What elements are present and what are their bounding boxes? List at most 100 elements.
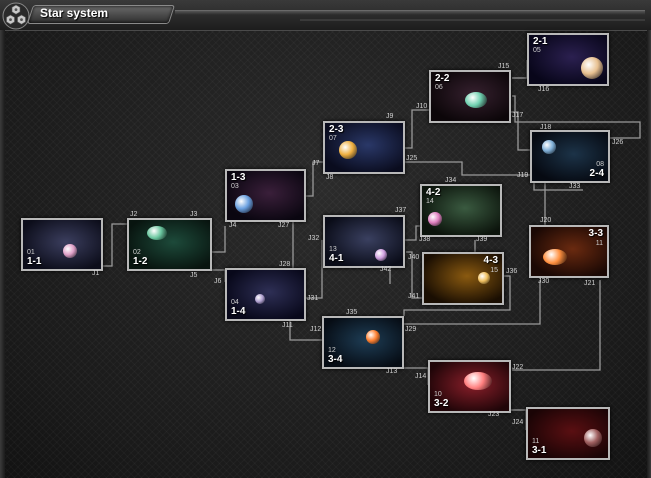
jump-label: J39 xyxy=(476,236,488,243)
system-index: 04 xyxy=(231,299,239,306)
system-index: 11 xyxy=(595,240,603,247)
system-code: 2-4 xyxy=(589,168,604,179)
window-border-right xyxy=(647,30,651,478)
jump-label: J41 xyxy=(408,293,420,300)
system-node-2-3[interactable]: 07 2-3 xyxy=(323,121,405,174)
system-node-1-2[interactable]: 02 1-2 xyxy=(127,218,212,271)
nebula-icon xyxy=(465,92,487,108)
planet-icon xyxy=(478,272,490,284)
system-index: 13 xyxy=(329,246,337,253)
system-node-1-1[interactable]: 01 1-1 xyxy=(21,218,103,271)
jump-label: J13 xyxy=(386,368,398,375)
jump-label: J35 xyxy=(346,309,358,316)
system-code: 4-3 xyxy=(483,255,498,266)
jump-label: J21 xyxy=(584,280,596,287)
system-node-2-4[interactable]: 08 2-4 xyxy=(530,130,610,183)
jump-label: J12 xyxy=(310,326,322,333)
system-index: 07 xyxy=(329,135,337,142)
system-node-1-3[interactable]: 03 1-3 xyxy=(225,169,306,222)
planet-icon xyxy=(63,244,77,258)
jump-label: J5 xyxy=(190,272,198,279)
planet-icon xyxy=(366,330,380,344)
planet-icon xyxy=(235,195,253,213)
system-node-3-4[interactable]: 12 3-4 xyxy=(322,316,404,369)
system-code: 3-3 xyxy=(588,228,603,239)
jump-label: J23 xyxy=(488,411,500,418)
system-node-3-3[interactable]: 11 3-3 xyxy=(529,225,609,278)
jump-label: J42 xyxy=(380,266,392,273)
jump-label: J32 xyxy=(308,235,320,242)
system-index: 14 xyxy=(426,198,434,205)
planet-icon xyxy=(584,429,602,447)
system-index: 06 xyxy=(435,84,443,91)
jump-label: J29 xyxy=(405,326,417,333)
jump-label: J31 xyxy=(307,295,319,302)
jump-label: J24 xyxy=(512,419,524,426)
jump-label: J25 xyxy=(406,155,418,162)
jump-label: J22 xyxy=(512,364,524,371)
planet-icon xyxy=(581,57,603,79)
system-index: 01 xyxy=(27,249,35,256)
system-node-4-3[interactable]: 15 4-3 xyxy=(422,252,504,305)
jump-label: J10 xyxy=(416,103,428,110)
jump-label: J36 xyxy=(506,268,518,275)
system-node-2-2[interactable]: 06 2-2 xyxy=(429,70,511,123)
planet-icon xyxy=(339,141,357,159)
system-node-3-1[interactable]: 11 3-1 xyxy=(526,407,610,460)
system-code: 1-3 xyxy=(231,172,246,183)
system-node-4-1[interactable]: 13 4-1 xyxy=(323,215,405,268)
system-code: 2-2 xyxy=(435,73,450,84)
nebula-icon xyxy=(543,249,567,265)
system-index: 12 xyxy=(328,347,336,354)
jump-label: J37 xyxy=(395,207,407,214)
jump-label: J14 xyxy=(415,373,427,380)
system-code: 1-1 xyxy=(27,256,42,267)
planet-icon xyxy=(542,140,556,154)
system-index: 03 xyxy=(231,183,239,190)
system-index: 10 xyxy=(434,391,442,398)
jump-label: J1 xyxy=(92,270,100,277)
system-code: 2-3 xyxy=(329,124,344,135)
jump-label: J7 xyxy=(312,160,320,167)
planet-icon xyxy=(428,212,442,226)
window-title: Star system xyxy=(40,6,109,20)
system-index: 02 xyxy=(133,249,141,256)
hexagon-cluster-icon[interactable] xyxy=(2,2,30,30)
system-code: 2-1 xyxy=(533,36,548,47)
system-index: 15 xyxy=(490,267,498,274)
system-node-1-4[interactable]: 04 1-4 xyxy=(225,268,306,321)
system-index: 08 xyxy=(596,161,604,168)
jump-label: J33 xyxy=(569,183,581,190)
jump-label: J30 xyxy=(538,278,550,285)
jump-label: J9 xyxy=(386,113,394,120)
jump-label: J17 xyxy=(512,112,524,119)
header-rail xyxy=(175,10,645,15)
system-index: 05 xyxy=(533,47,541,54)
jump-label: J18 xyxy=(540,124,552,131)
system-code: 3-4 xyxy=(328,354,343,365)
jump-label: J2 xyxy=(130,211,138,218)
system-node-4-2[interactable]: 14 4-2 xyxy=(420,184,502,237)
jump-label: J19 xyxy=(517,172,529,179)
jump-label: J26 xyxy=(612,139,624,146)
jump-label: J38 xyxy=(419,236,431,243)
planet-icon xyxy=(375,249,387,261)
system-index: 11 xyxy=(532,438,540,445)
jump-label: J6 xyxy=(214,278,222,285)
window-border-left xyxy=(0,30,5,478)
jump-label: J20 xyxy=(540,217,552,224)
jump-label: J4 xyxy=(229,222,237,229)
nebula-icon xyxy=(147,226,167,240)
jump-label: J28 xyxy=(279,261,291,268)
system-node-3-2[interactable]: 10 3-2 xyxy=(428,360,511,413)
jump-label: J40 xyxy=(408,254,420,261)
header-rail-lower xyxy=(300,19,645,21)
system-code: 4-1 xyxy=(329,253,344,264)
system-node-2-1[interactable]: 05 2-1 xyxy=(527,33,609,86)
jump-label: J15 xyxy=(498,63,510,70)
system-code: 1-2 xyxy=(133,256,148,267)
system-code: 3-1 xyxy=(532,445,547,456)
jump-label: J16 xyxy=(538,86,550,93)
nebula-icon xyxy=(464,372,492,390)
